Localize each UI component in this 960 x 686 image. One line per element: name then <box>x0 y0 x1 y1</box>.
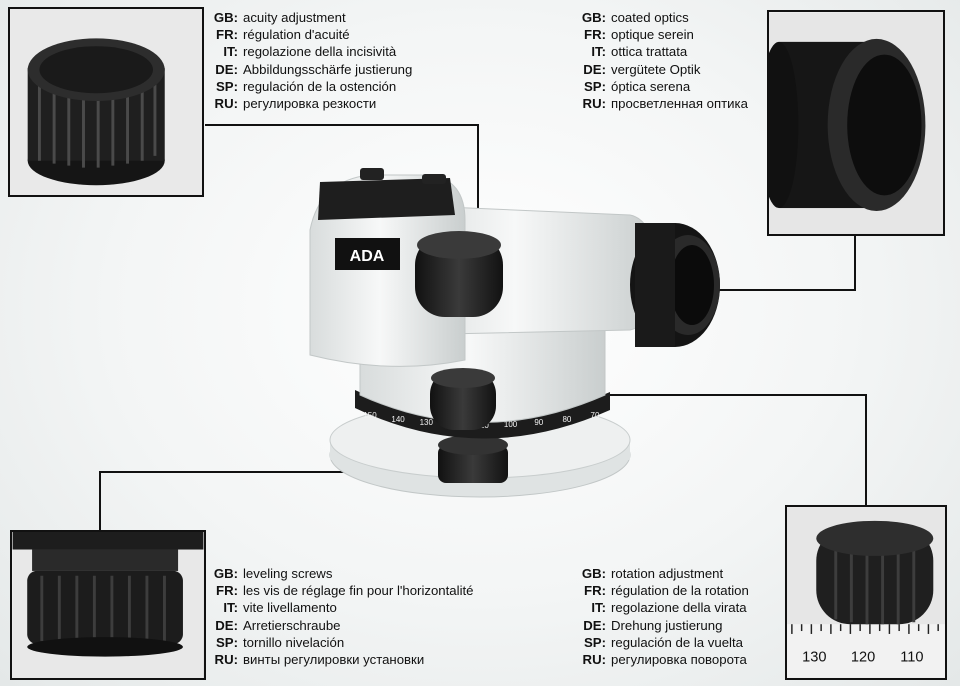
rotation-scale-tick-label: 110 <box>900 649 923 665</box>
language-code: SP: <box>584 78 606 94</box>
scale-tick-label: 130 <box>420 418 434 427</box>
brand-logo: ADA <box>350 248 385 265</box>
callout-row-it: IT: regolazione della virata <box>580 599 749 616</box>
leveling-screw-icon <box>12 532 204 678</box>
callout-row-de: DE: Drehung justierung <box>580 617 749 634</box>
inset-rotation-knob: 130 120 110 <box>785 505 947 680</box>
callout-text: винты регулировки установки <box>243 652 425 668</box>
inset-acuity-knob <box>8 7 204 197</box>
callout-row-it: IT: ottica trattata <box>580 43 748 60</box>
callout-row-fr: FR: régulation d'acuité <box>212 26 412 43</box>
language-code: FR: <box>216 583 238 599</box>
callout-row-ru: RU: винты регулировки установки <box>212 651 474 668</box>
callout-row-ru: RU: просветленная оптика <box>580 95 748 112</box>
callout-row-fr: FR: optique serein <box>580 26 748 43</box>
language-code: IT: <box>223 44 238 60</box>
language-code: SP: <box>216 78 238 94</box>
callout-row-gb: GB: coated optics <box>580 9 748 26</box>
language-code: RU: <box>214 652 238 668</box>
scale-tick-label: 70 <box>591 411 600 420</box>
callout-row-gb: GB: rotation adjustment <box>580 565 749 582</box>
callout-text: ottica trattata <box>611 44 688 60</box>
callout-row-de: DE: Arretierschraube <box>212 617 474 634</box>
language-code: FR: <box>584 583 606 599</box>
callout-row-it: IT: vite livellamento <box>212 599 474 616</box>
callout-text: регулировка резкости <box>243 96 377 112</box>
language-code: RU: <box>214 96 238 112</box>
callout-text: régulation de la rotation <box>611 583 749 599</box>
callout-row-gb: GB: leveling screws <box>212 565 474 582</box>
rotation-scale-tick-label: 130 <box>802 649 826 665</box>
language-code: GB: <box>213 10 238 25</box>
callout-text: óptica serena <box>611 78 691 94</box>
callout-row-sp: SP: óptica serena <box>580 78 748 95</box>
callout-text: просветленная оптика <box>611 96 748 112</box>
inset-coated-optics <box>767 10 945 236</box>
callout-row-it: IT: regolazione della incisività <box>212 43 412 60</box>
language-code: GB: <box>213 566 238 581</box>
callout-text: Drehung justierung <box>611 617 723 633</box>
rotation-knob-icon: 130 120 110 <box>787 507 945 678</box>
language-code: DE: <box>215 617 238 633</box>
language-code: FR: <box>584 27 606 43</box>
language-code: SP: <box>584 634 606 650</box>
callout-text: regolazione della incisività <box>243 44 397 60</box>
scale-tick-label: 90 <box>534 418 543 427</box>
callout-text: acuity adjustment <box>243 10 346 25</box>
callout-text: regulación de la vuelta <box>611 634 743 650</box>
callout-row-de: DE: vergütete Optik <box>580 61 748 78</box>
scale-tick-label: 140 <box>391 415 405 424</box>
callout-row-sp: SP: regulación de la vuelta <box>580 634 749 651</box>
scale-tick-label: 80 <box>562 415 571 424</box>
scale-tick-label: 150 <box>363 411 377 420</box>
language-code: FR: <box>216 27 238 43</box>
callout-text: регулировка поворота <box>611 652 747 668</box>
rotation-scale-tick-label: 120 <box>851 649 875 665</box>
acuity-knob-icon <box>10 9 202 195</box>
callout-text: leveling screws <box>243 566 333 581</box>
language-code: GB: <box>581 10 606 25</box>
callout-text: régulation d'acuité <box>243 27 350 43</box>
callout-row-sp: SP: regulación de la ostención <box>212 78 412 95</box>
language-code: DE: <box>583 61 606 77</box>
callout-row-gb: GB: acuity adjustment <box>212 9 412 26</box>
language-code: IT: <box>591 44 606 60</box>
optical-level-device: 150140130120110100908070 ADA <box>309 168 720 498</box>
callout-text: vite livellamento <box>243 600 337 616</box>
callout-row-ru: RU: регулировка поворота <box>580 651 749 668</box>
callout-row-de: DE: Abbildungsschärfe justierung <box>212 61 412 78</box>
language-code: SP: <box>216 634 238 650</box>
language-code: DE: <box>583 617 606 633</box>
callout-row-ru: RU: регулировка резкости <box>212 95 412 112</box>
callout-text: tornillo nivelación <box>243 634 345 650</box>
callout-text: Abbildungsschärfe justierung <box>243 61 413 77</box>
callout-row-fr: FR: régulation de la rotation <box>580 582 749 599</box>
callout-row-sp: SP: tornillo nivelación <box>212 634 474 651</box>
language-code: RU: <box>582 652 606 668</box>
callout-text: vergütete Optik <box>611 61 701 77</box>
inset-leveling-screw <box>10 530 206 680</box>
callout-text: Arretierschraube <box>243 617 341 633</box>
lens-icon <box>769 12 943 234</box>
language-code: GB: <box>581 566 606 581</box>
callout-text: regulación de la ostención <box>243 78 397 94</box>
callout-text: coated optics <box>611 10 689 25</box>
callout-text: rotation adjustment <box>611 566 724 581</box>
callout-text: regolazione della virata <box>611 600 747 616</box>
callout-text: les vis de réglage fin pour l'horizontal… <box>243 583 474 599</box>
language-code: RU: <box>582 96 606 112</box>
language-code: IT: <box>591 600 606 616</box>
scale-tick-label: 100 <box>504 420 518 429</box>
callout-text: optique serein <box>611 27 694 43</box>
callout-row-fr: FR: les vis de réglage fin pour l'horizon… <box>212 582 474 599</box>
language-code: IT: <box>223 600 238 616</box>
language-code: DE: <box>215 61 238 77</box>
